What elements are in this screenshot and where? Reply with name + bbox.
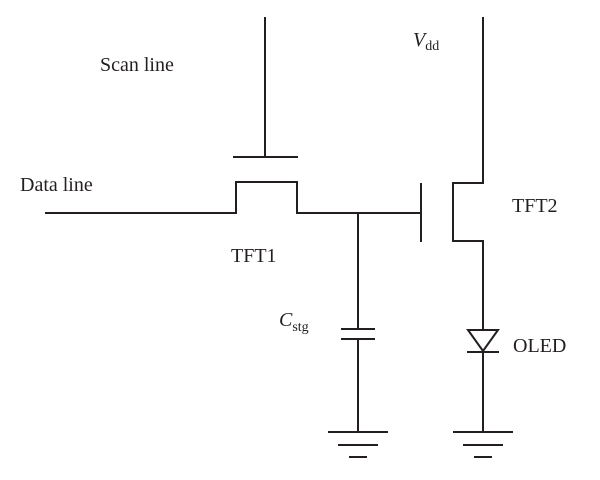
- vdd-label: Vdd: [413, 29, 439, 54]
- tft2-label: TFT2: [512, 195, 558, 217]
- tft2-gate-wire: [357, 183, 422, 242]
- vdd-label-main: V: [413, 29, 428, 51]
- tft1-transistor: [45, 181, 359, 214]
- ground-symbol-oled: [453, 431, 513, 458]
- oled-label: OLED: [513, 335, 566, 357]
- storage-capacitor: [341, 212, 375, 431]
- data-line-label: Data line: [20, 174, 93, 196]
- cstg-label: Cstg: [279, 309, 309, 335]
- ground-symbol-capacitor: [328, 431, 388, 458]
- tft2-transistor: [452, 17, 484, 331]
- scan-line-label: Scan line: [100, 54, 174, 76]
- oled-diode: [466, 329, 500, 431]
- scan-line-wire: [233, 17, 298, 158]
- tft1-label: TFT1: [231, 245, 277, 267]
- vdd-label-sub: dd: [425, 39, 439, 54]
- cstg-label-main: C: [279, 309, 293, 331]
- cstg-label-sub: stg: [292, 320, 308, 335]
